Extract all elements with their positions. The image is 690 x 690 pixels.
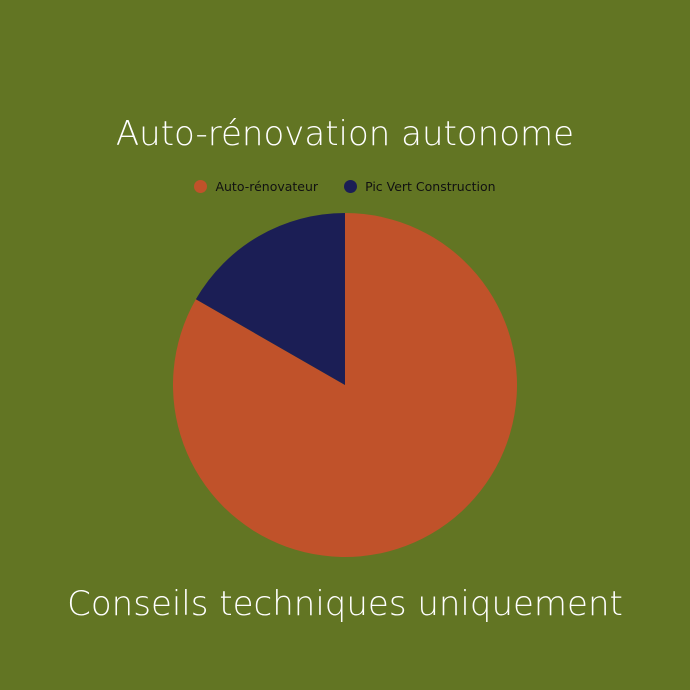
legend-label: Pic Vert Construction [365, 179, 496, 194]
legend-swatch-icon [344, 180, 358, 193]
pie-slice-auto-renovateur[interactable] [172, 213, 517, 557]
legend-label: Auto-rénovateur [215, 179, 319, 194]
pie-slice-pic-vert-construction[interactable] [195, 213, 345, 385]
pie-chart [172, 213, 517, 557]
chart-legend: Auto-rénovateur Pic Vert Construction [0, 179, 690, 194]
legend-swatch-icon [194, 180, 208, 193]
chart-title: Auto-rénovation autonome [115, 114, 575, 154]
legend-item-auto-renovateur[interactable]: Auto-rénovateur [194, 179, 318, 194]
legend-item-pic-vert[interactable]: Pic Vert Construction [344, 179, 496, 194]
chart-subtitle: Conseils techniques uniquement [67, 584, 623, 624]
